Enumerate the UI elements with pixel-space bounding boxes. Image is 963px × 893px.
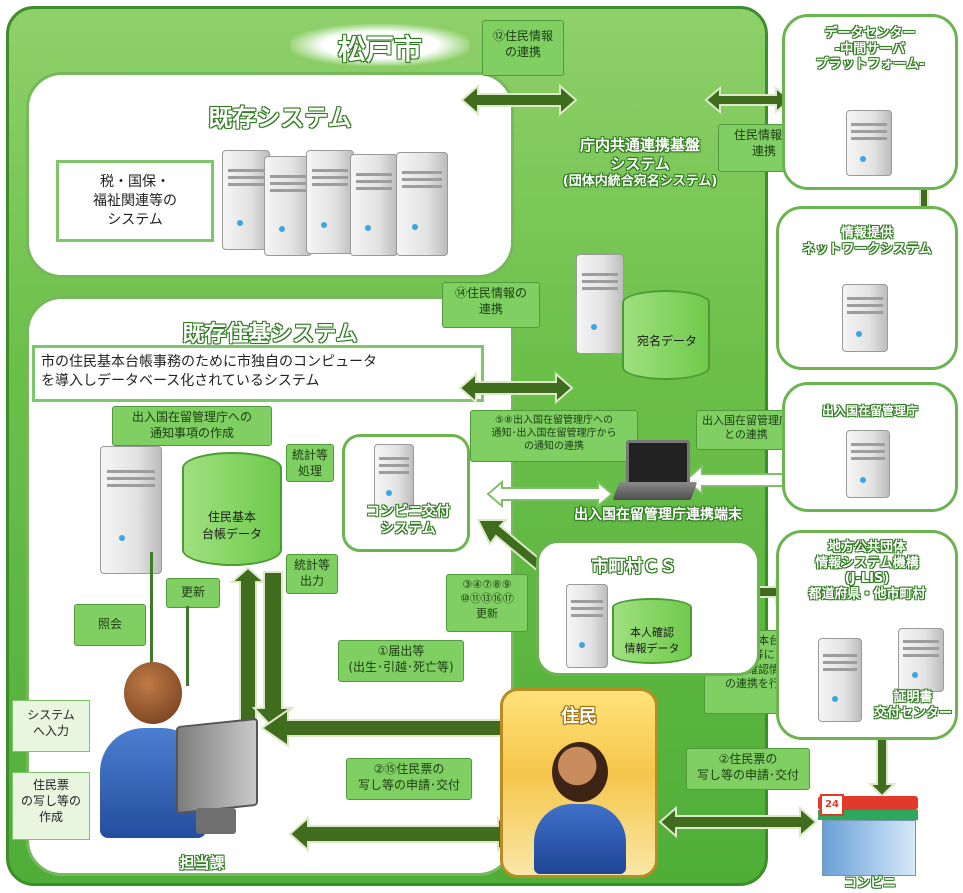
- stats-output-callout: 統計等 出力: [286, 554, 338, 594]
- arrow-14: [458, 371, 574, 405]
- server-icon: [306, 150, 354, 254]
- immigration-title: 出入国在留管理庁: [821, 404, 918, 418]
- flow-2-callout: ②住民票の 写し等の申請･交付: [686, 748, 810, 790]
- monitor-icon: [170, 717, 258, 842]
- server-icon: [374, 444, 414, 510]
- store-icon: 24: [818, 794, 918, 876]
- notice-callout: 出入国在留管理庁への 通知事項の作成: [112, 406, 272, 446]
- addressee-db: [622, 290, 710, 380]
- konbini-system-title: コンビニ交付 システム: [366, 504, 450, 537]
- jlis-title: 地方公共団体 情報システム機構 (J-LIS) 都道府県・他市町村: [808, 540, 926, 602]
- city-cs-title: 市町村ＣＳ: [591, 557, 677, 577]
- flow-2-15-callout: ②⑮住民票の 写し等の申請･交付: [346, 758, 472, 800]
- server-icon: [846, 110, 892, 176]
- resident-title: 住民: [561, 706, 597, 727]
- arrow-update-up: [229, 566, 267, 727]
- addressee-db-label: 宛名データ: [636, 334, 697, 348]
- arrow-f2: [658, 805, 818, 839]
- resident-person-icon: [534, 742, 626, 874]
- server-icon: [842, 284, 888, 352]
- koushin-callout: 更新: [166, 578, 220, 608]
- server-icon: [264, 156, 312, 256]
- city-title-bg: [290, 24, 470, 66]
- resident-panel: [500, 688, 658, 878]
- server-icon: [396, 152, 448, 256]
- connection-immigration: 出入国在留管理庁 との連携: [696, 410, 796, 450]
- identity-db: [612, 598, 692, 664]
- resident-db-label: 住民基本 台帳データ: [201, 510, 262, 541]
- server-icon: [898, 628, 944, 692]
- flow-1-callout: ①届出等 (出生･引越･死亡等): [338, 640, 464, 682]
- arrow-12: [460, 83, 578, 117]
- server-icon: [566, 584, 608, 668]
- arrow-datacenter: [704, 85, 792, 115]
- staff-label: 担当課: [179, 854, 225, 872]
- resident-db: [182, 452, 282, 566]
- info-network-title: 情報提供 ネットワークシステム: [802, 226, 932, 257]
- connection-58: ⑤⑧出入国在留管理庁への 通知･出入国在留管理庁から の通知の連携: [470, 410, 638, 462]
- connection-update-numbers: ③④⑦⑧⑨ ⑩⑪⑬⑯⑰ 更新: [446, 574, 528, 632]
- connection-12: ⑫住民情報 の連携: [482, 20, 564, 76]
- common-platform-title: 庁内共通連携基盤 システム (団体内統合宛名システム): [562, 136, 718, 189]
- server-icon: [846, 430, 890, 498]
- juki-system-desc: 市の住民基本台帳事務のために市独自のコンピュータ を導入しデータベース化されてい…: [32, 345, 484, 402]
- datacenter-title: データセンター -中間サーバ プラットフォーム-: [815, 26, 925, 73]
- arrow-update-down: [251, 571, 295, 730]
- server-icon: [818, 638, 862, 722]
- terminal-label: 出入国在留管理庁連携端末: [574, 507, 742, 523]
- callout-line: [186, 606, 189, 686]
- arrow-f1: [260, 708, 521, 748]
- city-title: 松戸市: [337, 33, 422, 66]
- juki-system-title: 既存住基システム: [182, 322, 358, 347]
- shokai-callout: 照会: [74, 604, 146, 646]
- konbini-label: コンビニ: [843, 876, 896, 891]
- arrow-terminal-left: [486, 479, 614, 509]
- cert-center-title: 証明書 交付センター: [873, 690, 952, 721]
- existing-system-title: 既存システム: [208, 104, 352, 132]
- server-icon: [350, 154, 398, 256]
- laptop-icon: [612, 440, 698, 508]
- server-icon: [576, 254, 624, 354]
- connection-14: ⑭住民情報の 連携: [442, 282, 540, 328]
- arrow-f215: [288, 815, 518, 853]
- stats-process-callout: 統計等 処理: [286, 444, 334, 482]
- input-callout: システム へ入力: [12, 700, 90, 752]
- existing-system-box: 税・国保・ 福祉関連等の システム: [56, 160, 214, 242]
- identity-db-label: 本人確認 情報データ: [624, 626, 680, 655]
- callout-line: [150, 552, 153, 692]
- create-callout: 住民票 の写し等の 作成: [12, 772, 90, 840]
